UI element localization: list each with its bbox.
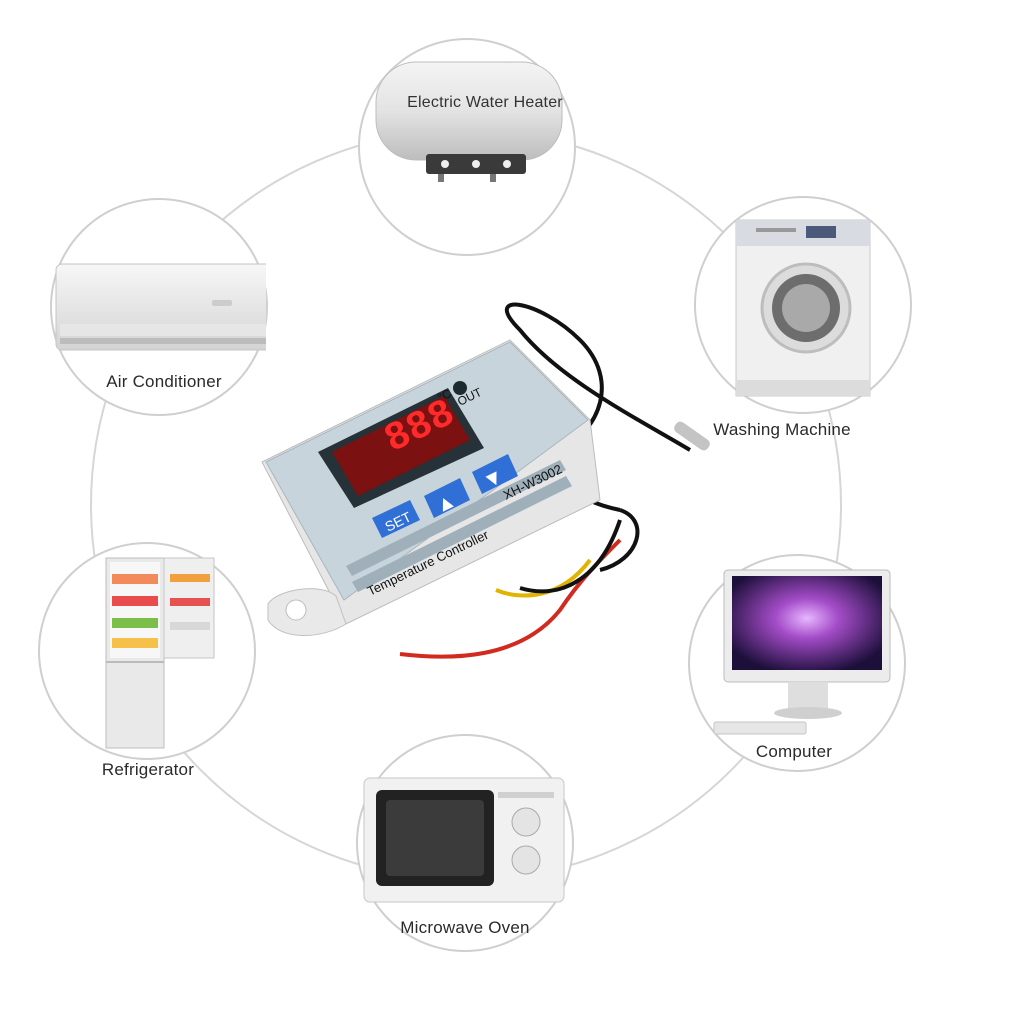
water-heater-circle: Electric Water Heater — [358, 38, 576, 256]
refrigerator-icon — [105, 557, 215, 749]
computer-label: Computer — [755, 742, 833, 761]
up-button[interactable] — [424, 478, 470, 518]
refrigerator-label: Refrigerator — [101, 760, 195, 779]
computer-circle: Computer — [688, 554, 906, 772]
mount-tab — [267, 588, 347, 636]
water-heater-label: Electric Water Heater — [407, 94, 563, 111]
washing-machine-icon — [735, 219, 871, 397]
air-conditioner-icon — [55, 263, 266, 351]
refrigerator-circle: Refrigerator — [38, 542, 256, 779]
wire-yellow — [495, 558, 592, 598]
air-conditioner-label: Air Conditioner — [106, 372, 222, 391]
washing-machine-circle: Washing Machine — [694, 196, 912, 439]
out-indicator-led — [453, 381, 467, 395]
wire-black — [519, 519, 622, 594]
water-heater-icon — [375, 61, 563, 182]
microwave-label: Microwave Oven — [400, 918, 530, 937]
air-conditioner-circle: Air Conditioner — [50, 198, 268, 416]
computer-icon — [713, 569, 891, 735]
washing-machine-label: Washing Machine — [713, 420, 851, 439]
microwave-icon — [363, 777, 565, 903]
sensor-probe — [674, 421, 710, 451]
set-button[interactable] — [372, 500, 420, 538]
down-button[interactable] — [472, 454, 518, 494]
microwave-circle: Microwave Oven — [356, 734, 574, 952]
display-screen — [332, 396, 470, 496]
unit-label: °C — [435, 386, 454, 405]
